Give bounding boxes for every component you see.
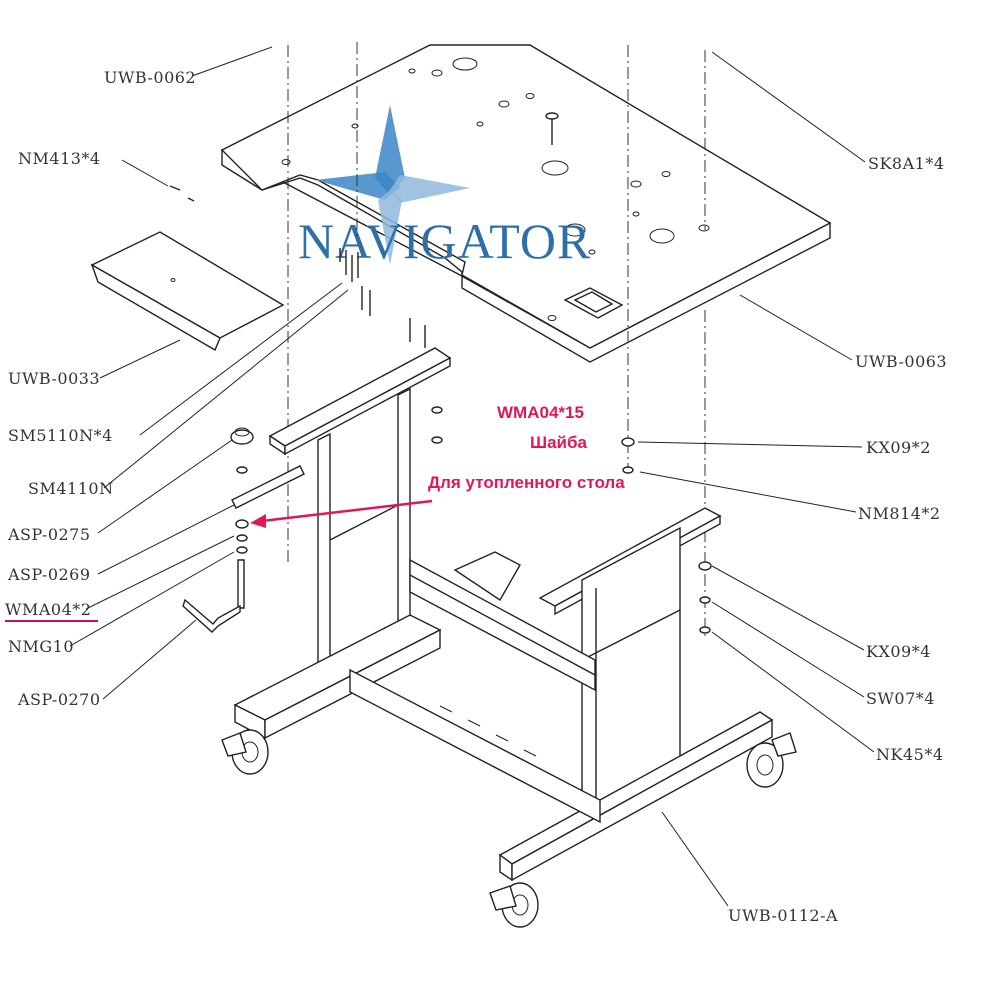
caster-back-right [746, 732, 797, 788]
hardware-stack-left [182, 427, 305, 633]
annotation-code: WMA04*15 [497, 403, 584, 422]
label-nk45: NK45*4 [876, 745, 944, 764]
label-uwb-0062: UWB-0062 [104, 68, 196, 87]
label-asp-0269: ASP-0269 [7, 565, 91, 584]
label-asp-0275: ASP-0275 [7, 525, 91, 544]
label-sm5110n: SM5110N*4 [8, 426, 113, 445]
hardware-stack-right [431, 406, 712, 634]
caster-front-left [221, 729, 269, 775]
table-top [220, 44, 832, 363]
screws [169, 185, 426, 348]
label-asp-0270: ASP-0270 [17, 690, 101, 709]
casters [221, 729, 797, 928]
annotation-note: Для утопленного стола [428, 473, 625, 492]
label-nm814: NM814*2 [858, 504, 941, 523]
leader-lines [69, 46, 875, 907]
label-uwb-0033: UWB-0033 [8, 369, 100, 388]
base-frame [233, 614, 774, 882]
label-sk8a1: SK8A1*4 [868, 154, 945, 173]
annotation-arrow [5, 499, 433, 622]
drawer [90, 231, 285, 352]
right-leg-frame [538, 507, 722, 834]
label-kx09-2: KX09*2 [866, 438, 931, 457]
annotation-title: Шайба [530, 433, 587, 452]
label-uwb-0063: UWB-0063 [855, 352, 947, 371]
label-sm4110n: SM4110N [28, 479, 114, 498]
left-leg-frame [268, 347, 452, 678]
assembly-axes [287, 42, 706, 640]
annotation-text: WMA04*15 Шайба Для утопленного стола [428, 403, 625, 492]
navigator-logo: NAVIGATOR [298, 105, 591, 269]
label-sw07: SW07*4 [866, 689, 935, 708]
label-wma04-2: WMA04*2 [5, 600, 91, 619]
cross-bar [409, 551, 596, 692]
caster-front-right [489, 882, 539, 928]
logo-text: NAVIGATOR [298, 213, 591, 269]
label-uwb-0112-a: UWB-0112-A [728, 906, 838, 925]
part-labels: UWB-0062 NM413*4 UWB-0033 SM5110N*4 SM41… [5, 68, 947, 925]
label-nmg10: NMG10 [8, 637, 74, 656]
label-nm413: NM413*4 [18, 149, 101, 168]
label-kx09-4: KX09*4 [866, 642, 931, 661]
